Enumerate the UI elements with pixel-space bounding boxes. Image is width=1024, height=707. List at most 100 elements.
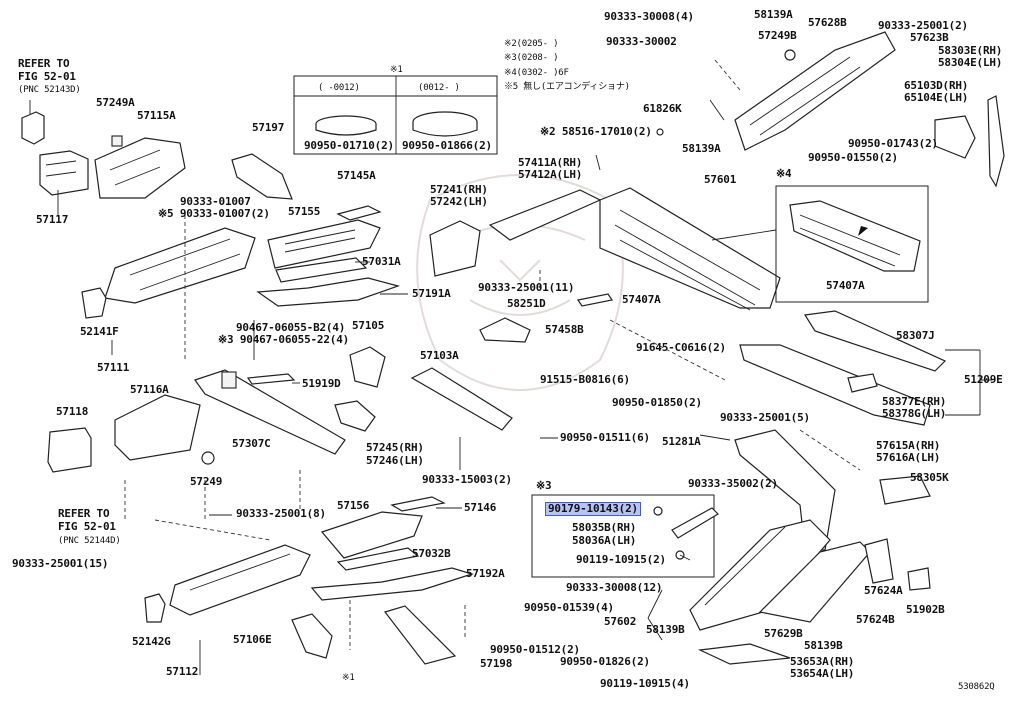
label-90333-25001-15: 90333-25001(15) — [12, 557, 109, 570]
label-91645: 91645-C0616(2) — [636, 341, 726, 354]
legend-grid — [294, 76, 497, 154]
label-57156: 57156 — [337, 499, 370, 512]
part-58305K-shape — [879, 475, 931, 505]
label-57031A: 57031A — [362, 255, 401, 268]
inset-57407A-shape — [789, 200, 921, 272]
part-57198-shape — [383, 605, 457, 665]
label-57246: 57246(LH) — [366, 454, 424, 467]
label-90333-35002: 90333-35002(2) — [688, 477, 778, 490]
legend-col2-part: 90950-01866(2) — [402, 139, 492, 152]
label-58304E: 58304E(LH) — [938, 56, 1003, 69]
label-58035B: 58035B(RH) — [572, 521, 637, 534]
label-57623B: 57623B — [910, 31, 949, 44]
refer-note-1-line1: REFER TO — [18, 57, 70, 70]
label-90333-01007-2: ※5 90333-01007(2) — [158, 207, 270, 220]
label-57191A: 57191A — [412, 287, 451, 300]
part-61826K-shape — [656, 128, 664, 136]
refer-note-2-line3: (PNC 52144D) — [58, 536, 121, 546]
part-57112-shape — [169, 544, 311, 616]
legend-col2-header: (0012- ) — [418, 83, 460, 93]
label-57145A: 57145A — [337, 169, 376, 182]
label-52141F: 52141F — [80, 325, 119, 338]
label-57118: 57118 — [56, 405, 89, 418]
label-57628B: 57628B — [808, 16, 847, 29]
label-90333-30002: 90333-30002 — [606, 35, 677, 48]
part-51209E-shape — [739, 344, 931, 426]
part-57197-shape — [231, 153, 293, 200]
part-57106E-shape — [291, 613, 333, 659]
part-57103A-shape — [410, 367, 513, 431]
part-58303E-shape — [987, 95, 1005, 188]
refer-note-1-line2: FIG 52-01 — [18, 70, 76, 83]
label-57116A: 57116A — [130, 383, 169, 396]
label-90179-10143[interactable]: 90179-10143(2) — [545, 502, 641, 516]
label-57241: 57241(RH) — [430, 183, 488, 196]
label-90950-01550: 90950-01550(2) — [808, 151, 898, 164]
part-57192A-shape — [310, 567, 475, 601]
part-57155-shape — [267, 219, 381, 269]
part-57602-shape — [689, 519, 831, 631]
bracket-52143d-shape — [21, 100, 45, 145]
legend-title: ※1 — [390, 65, 403, 75]
label-53654A: 53654A(LH) — [790, 667, 855, 680]
label-57411A: 57411A(RH) — [518, 156, 583, 169]
label-90119-10915-4: 90119-10915(4) — [600, 677, 690, 690]
legend-box — [293, 75, 498, 155]
sub-box-3-label: ※3 — [536, 479, 552, 492]
part-57118-shape — [47, 427, 92, 473]
label-65104E: 65104E(LH) — [904, 91, 969, 104]
label-90950-01743: 90950-01743(2) — [848, 137, 938, 150]
label-51209E: 51209E — [964, 373, 1003, 386]
part-57407A-shape — [599, 187, 781, 311]
leader-lines — [57, 99, 992, 675]
label-57602: 57602 — [604, 615, 637, 628]
label-90950-01850: 90950-01850(2) — [612, 396, 702, 409]
sub-box-3 — [531, 494, 715, 578]
part-57156-shape — [320, 511, 423, 559]
part-52142G-shape — [144, 593, 166, 623]
label-58516: ※2 58516-17010(2) — [540, 125, 652, 138]
part-57105-shape — [349, 346, 386, 388]
legend-seal-2 — [412, 111, 478, 137]
part-52141F-shape — [81, 287, 107, 319]
part-58377E-shape — [847, 373, 878, 393]
label-90950-01826: 90950-01826(2) — [560, 655, 650, 668]
label-57105: 57105 — [352, 319, 385, 332]
part-57245-shape — [334, 400, 376, 432]
label-57629B: 57629B — [764, 627, 803, 640]
part-58307J-shape — [803, 310, 947, 372]
label-57307C: 57307C — [232, 437, 271, 450]
label-57601: 57601 — [704, 173, 737, 186]
part-57032B-shape — [336, 547, 420, 571]
label-90333-25001-11: 90333-25001(11) — [478, 281, 575, 294]
label-57407A-inset: 57407A — [826, 279, 865, 292]
label-58251D: 58251D — [507, 297, 546, 310]
label-90333-01007: 90333-01007 — [180, 195, 251, 208]
label-90950-01539: 90950-01539(4) — [524, 601, 614, 614]
label-57615A: 57615A(RH) — [876, 439, 941, 452]
label-58139A: 58139A — [682, 142, 721, 155]
label-57249B: 57249B — [758, 29, 797, 42]
refer-note-2-line2: FIG 52-01 — [58, 520, 116, 533]
label-91515: 91515-B0816(6) — [540, 373, 630, 386]
label-57242: 57242(LH) — [430, 195, 488, 208]
label-52142G: 52142G — [132, 635, 171, 648]
part-57411A-shape — [488, 189, 602, 241]
inset-4-label: ※4 — [776, 167, 792, 180]
refer-note-2-line1: REFER TO — [58, 507, 110, 520]
part-57111-shape — [104, 227, 256, 304]
label-57249A: 57249A — [96, 96, 135, 109]
label-58377E: 58377E(RH) — [882, 395, 947, 408]
label-57192A: 57192A — [466, 567, 505, 580]
label-57249: 57249 — [190, 475, 223, 488]
part-58251D-shape — [577, 293, 613, 307]
label-58303E: 58303E(RH) — [938, 44, 1003, 57]
refer-note-1-line3: (PNC 52143D) — [18, 85, 81, 95]
label-90333-15003: 90333-15003(2) — [422, 473, 512, 486]
part-58035B-shape — [653, 506, 719, 560]
label-90950-01511: 90950-01511(6) — [560, 431, 650, 444]
label-57103A: 57103A — [420, 349, 459, 362]
part-57241-shape — [429, 220, 481, 277]
label-58378G: 58378G(LH) — [882, 407, 947, 420]
